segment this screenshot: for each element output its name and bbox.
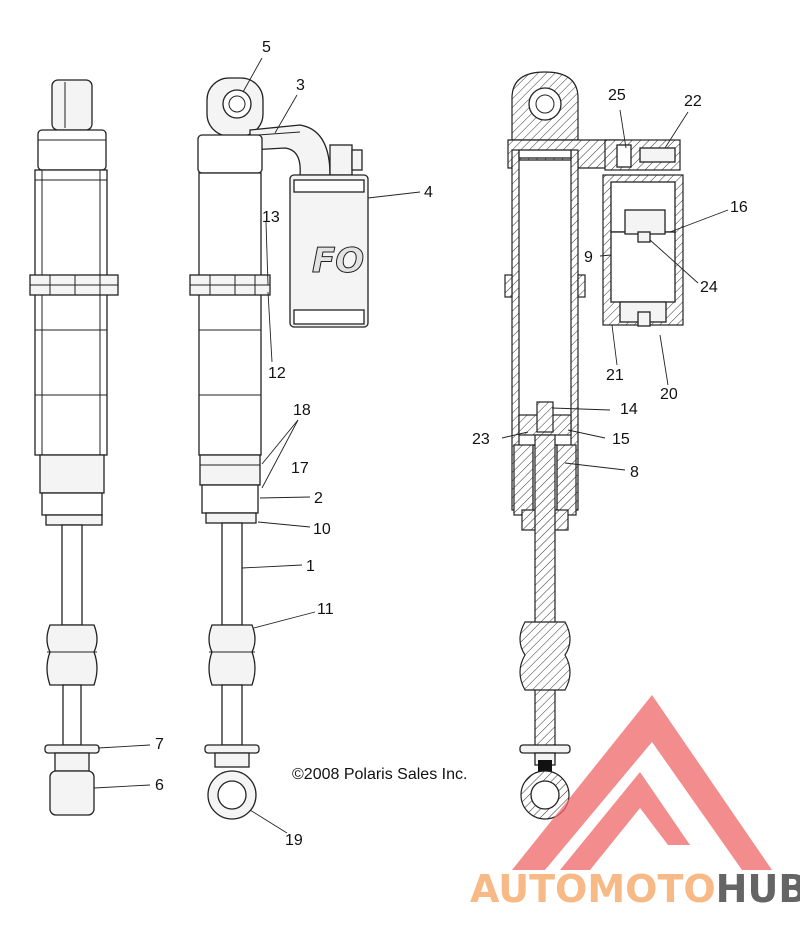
callout-2: 2 [314,490,323,507]
middle-shock: FO [189,77,369,820]
callout-18: 18 [293,402,311,419]
svg-text:AUTOMOTOHUB: AUTOMOTOHUB [470,867,800,911]
callout-12: 12 [268,365,286,382]
cutaway-shock [504,71,684,820]
callout-22: 22 [684,93,702,110]
left-shock [29,79,119,816]
logo-text-auto: AUTO [470,867,587,911]
callout-17: 17 [291,460,309,477]
callout-4: 4 [424,184,433,201]
logo-triangle-icon [512,695,772,870]
callout-20: 20 [660,386,678,403]
callout-24: 24 [700,279,718,296]
callout-23: 23 [472,431,490,448]
callout-5: 5 [262,39,271,56]
logo-text-moto: MOTO [587,867,715,911]
callout-10: 10 [313,521,331,538]
callout-19: 19 [285,832,303,849]
callout-9: 9 [584,249,593,266]
leader-lines [93,57,729,834]
logo-text-hub: HUB [716,867,800,911]
svg-text:FO: FO [312,241,364,281]
callout-6: 6 [155,777,164,794]
callout-3: 3 [296,77,305,94]
callout-8: 8 [630,464,639,481]
callout-16: 16 [730,199,748,216]
callout-11: 11 [317,601,334,618]
callout-14: 14 [620,401,638,418]
callout-25: 25 [608,87,626,104]
callout-1: 1 [306,558,315,575]
callout-21: 21 [606,367,624,384]
callout-labels: 5 3 4 13 12 18 17 2 10 1 11 7 6 19 25 22… [155,39,748,849]
callout-15: 15 [612,431,630,448]
copyright-text: ©2008 Polaris Sales Inc. [292,766,467,783]
callout-13: 13 [262,209,280,226]
automotohub-logo: AUTOMOTOHUB [470,695,800,911]
callout-7: 7 [155,736,164,753]
